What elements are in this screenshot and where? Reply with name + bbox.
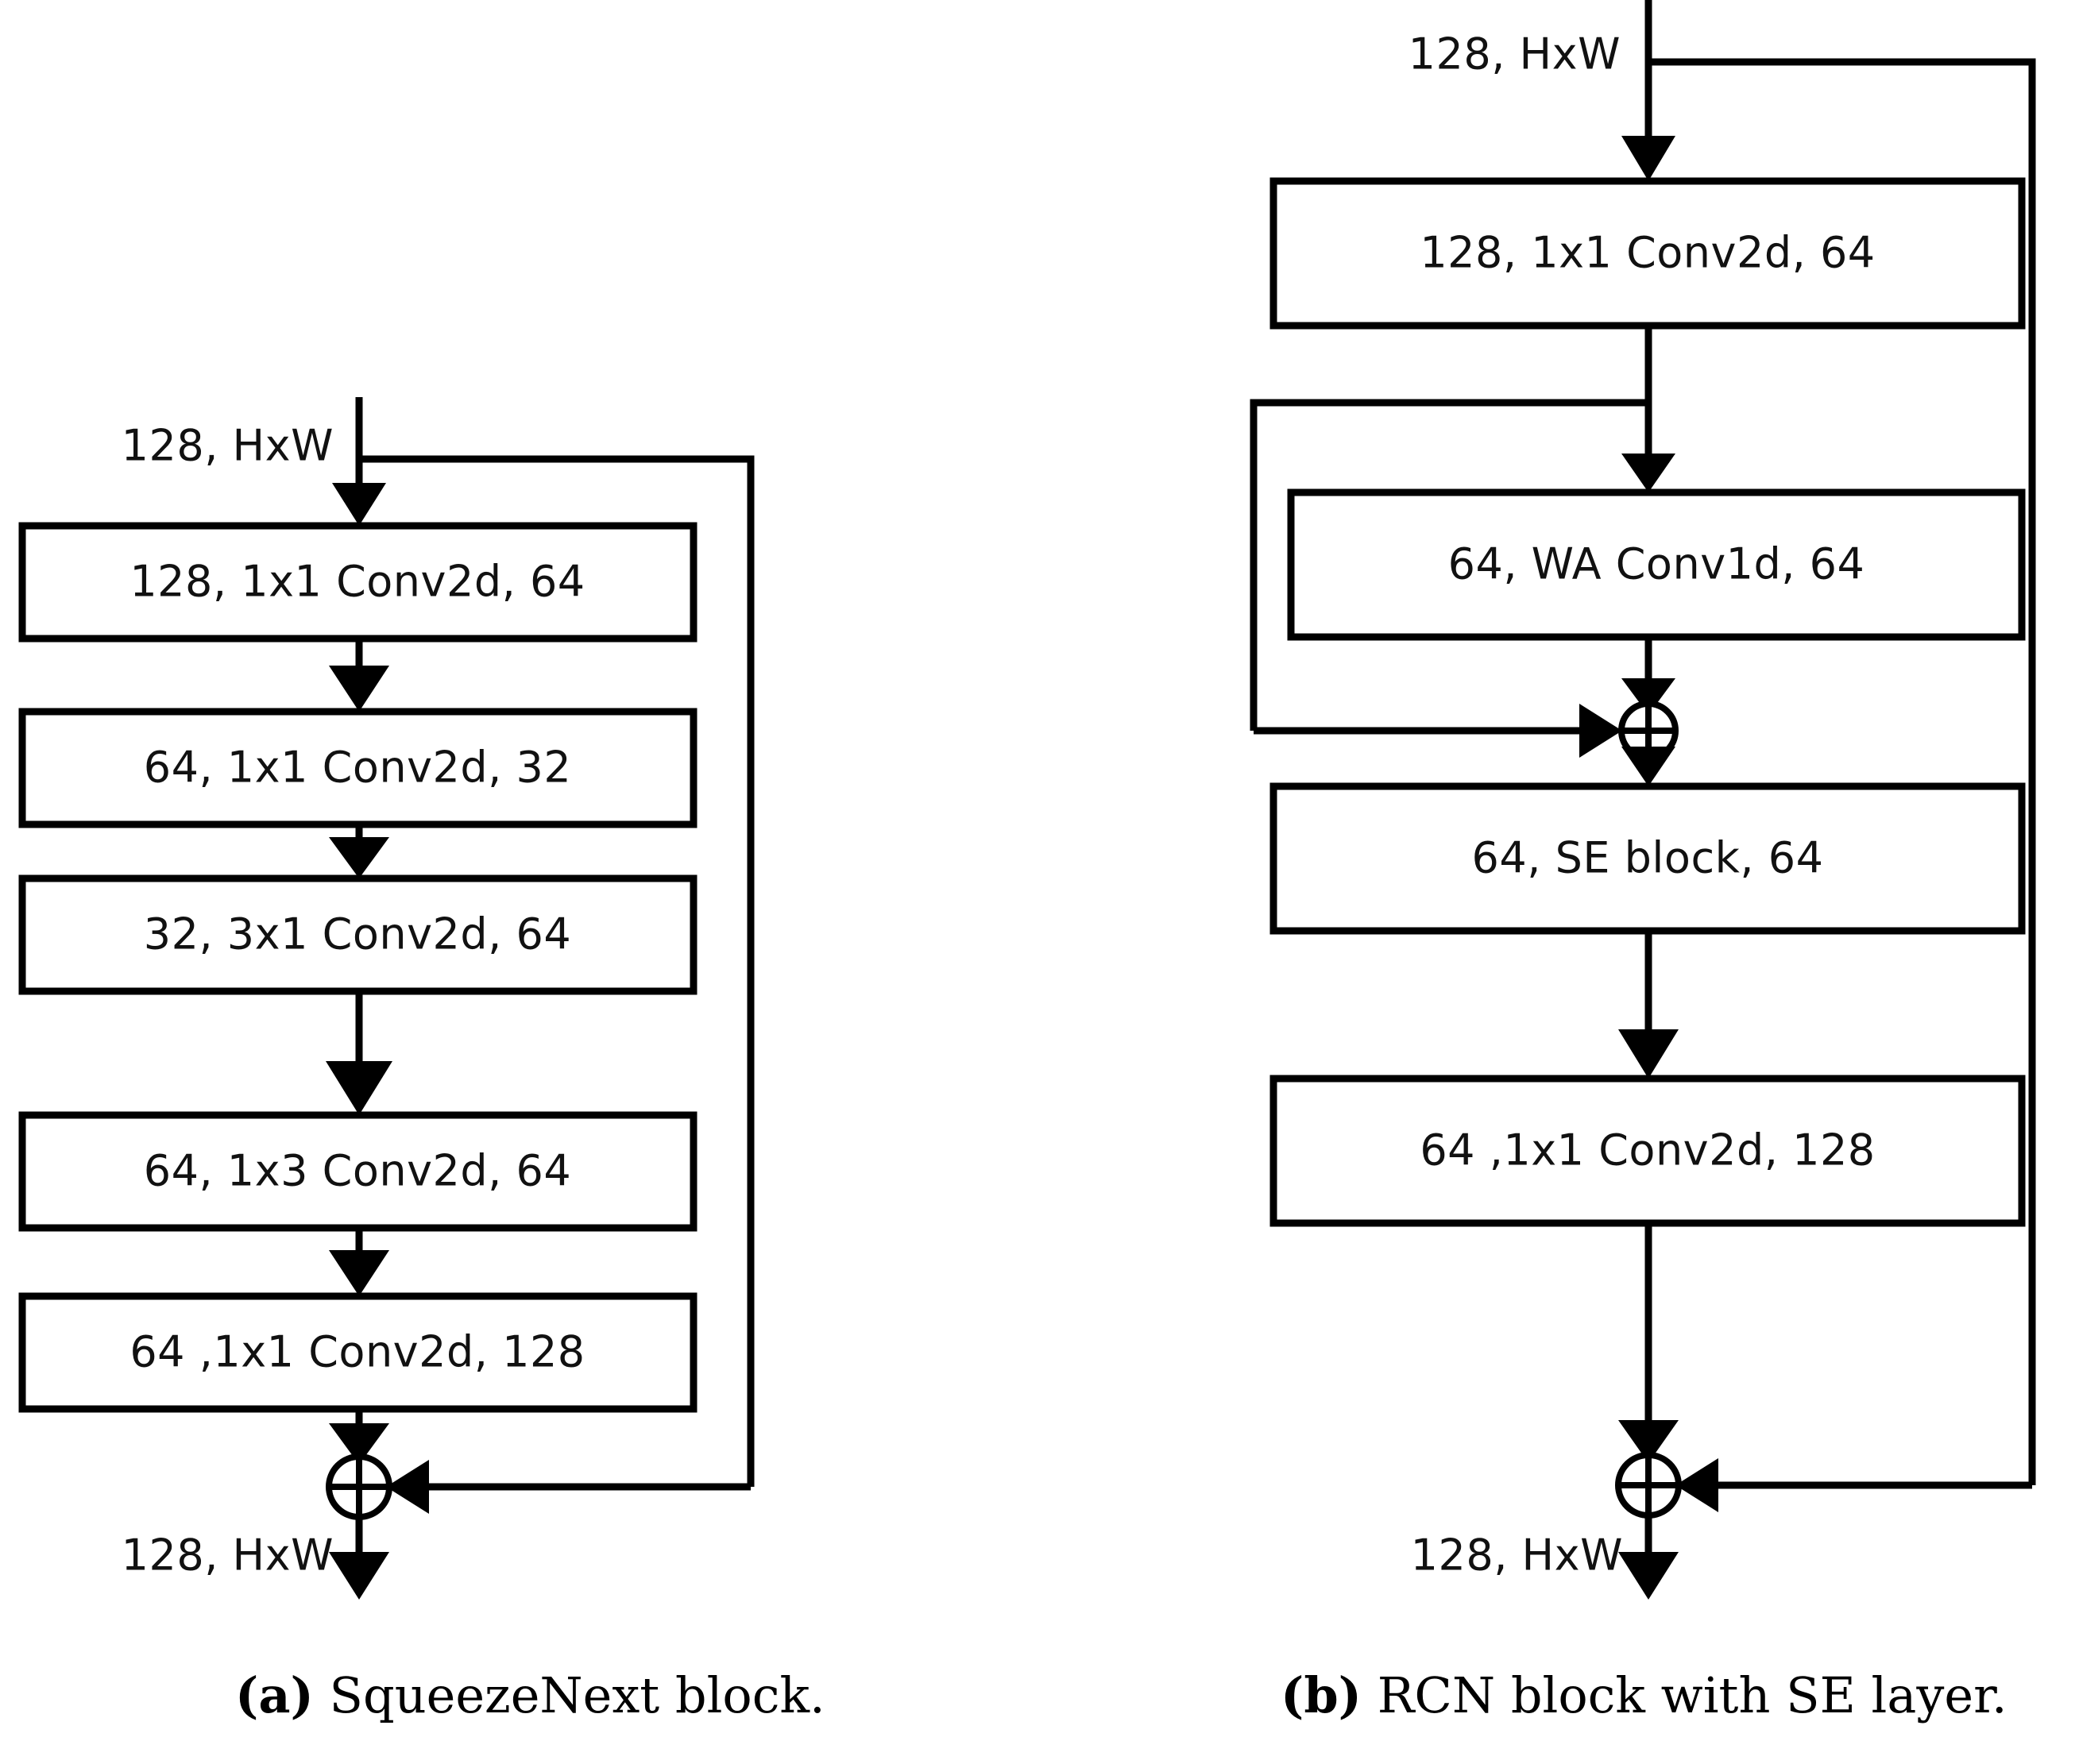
- panel-b-caption-text: RCN block with SE layer.: [1362, 1666, 2008, 1724]
- panel-a-caption-marker: (a): [235, 1666, 314, 1724]
- panel-a-output-label: 128, HxW: [122, 1530, 334, 1581]
- panel-b-arrowhead-1-2: [1621, 454, 1675, 492]
- panel-b-block-1[interactable]: [1269, 177, 2026, 330]
- panel-a-arrowhead-2-3: [329, 837, 389, 878]
- panel-b-block-4-label: 64 ,1x1 Conv2d, 128: [1420, 1125, 1875, 1175]
- panel-a-arrowhead-5-adder: [329, 1423, 389, 1465]
- panel-a-block-1[interactable]: [18, 522, 698, 643]
- panel-b-arrowhead-2-adder: [1621, 678, 1675, 715]
- panel-a-arrowhead-1-2: [329, 666, 389, 712]
- panel-a-block-5[interactable]: [18, 1292, 698, 1413]
- panel-b-outer-skip-arrowhead: [1675, 1458, 1718, 1512]
- panel-a-input-arrowhead: [332, 483, 386, 526]
- panel-a-output-arrowhead: [329, 1552, 389, 1600]
- panel-b-arrowhead-adder-3: [1621, 747, 1675, 786]
- panel-b-input-arrowhead: [1621, 136, 1675, 181]
- panel-a-block-5-label: 64 ,1x1 Conv2d, 128: [129, 1327, 585, 1377]
- panel-b-block-2-label: 64, WA Conv1d, 64: [1448, 539, 1865, 589]
- panel-b-output-label: 128, HxW: [1411, 1530, 1623, 1581]
- panel-a-skip-arrowhead: [386, 1460, 429, 1514]
- panel-b-arrowhead-4-adder: [1618, 1420, 1679, 1463]
- panel-a-caption: (a) SqueezeNext block.: [235, 1666, 825, 1724]
- panel-b-inner-skip-arrowhead: [1579, 704, 1622, 758]
- panel-b-block-3[interactable]: [1269, 782, 2026, 935]
- panel-b-block-4[interactable]: [1269, 1075, 2026, 1227]
- panel-a-arrowhead-4-5: [329, 1250, 389, 1296]
- panel-a-arrowhead-3-4: [326, 1061, 392, 1115]
- panel-b-block-1-label: 128, 1x1 Conv2d, 64: [1420, 228, 1875, 278]
- panel-a-input-label: 128, HxW: [122, 421, 334, 471]
- panel-a-squeezenext: 128, HxW 128, 1x1 Conv2d, 64 64, 1x1 Con…: [18, 397, 755, 1600]
- panel-a-block-4-label: 64, 1x3 Conv2d, 64: [144, 1146, 571, 1196]
- panel-b-block-2[interactable]: [1287, 488, 2026, 641]
- panel-b-input-label: 128, HxW: [1409, 29, 1621, 79]
- panel-a-caption-text: SqueezeNext block.: [313, 1666, 825, 1724]
- panel-a-block-1-label: 128, 1x1 Conv2d, 64: [129, 557, 585, 607]
- panel-b-inner-skip-connection: [1250, 399, 1648, 731]
- panel-b-output-arrowhead: [1618, 1552, 1679, 1600]
- panel-a-block-2-label: 64, 1x1 Conv2d, 32: [144, 743, 571, 793]
- panel-b-block-3-label: 64, SE block, 64: [1472, 833, 1824, 883]
- panel-b-outer-skip-connection: [1648, 58, 2036, 1485]
- panel-a-block-3[interactable]: [18, 874, 698, 995]
- panel-a-block-3-label: 32, 3x1 Conv2d, 64: [144, 909, 571, 959]
- panel-b-caption: (b) RCN block with SE layer.: [1281, 1666, 2008, 1724]
- panel-b-arrowhead-3-4: [1618, 1029, 1679, 1079]
- panel-b-caption-marker: (b): [1281, 1666, 1362, 1724]
- panel-b-rcn: 128, HxW 128, 1x1 Conv2d, 64 64, WA Conv…: [1250, 0, 2036, 1600]
- panel-a-skip-connection: [359, 455, 755, 1487]
